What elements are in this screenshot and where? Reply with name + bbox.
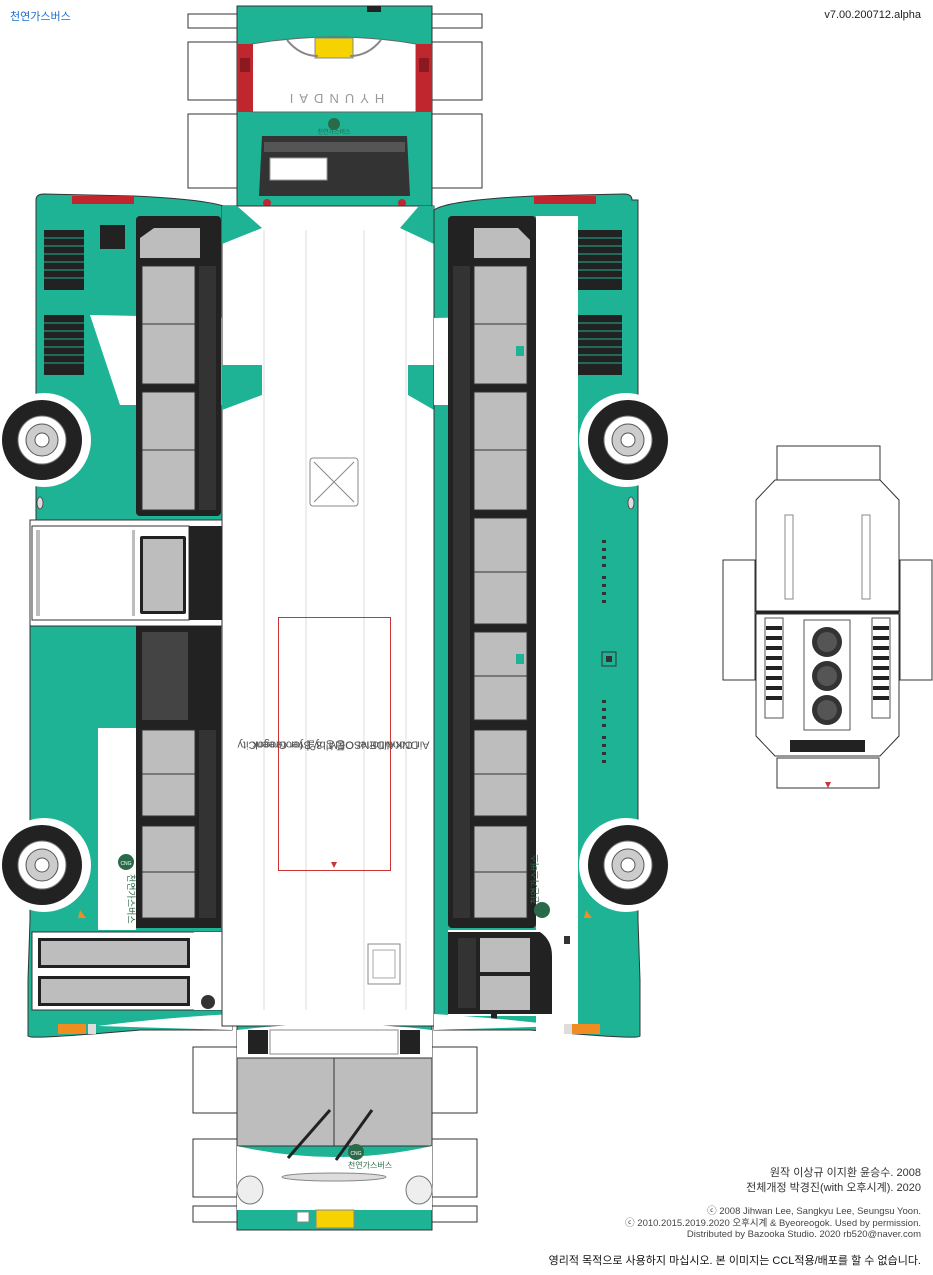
legal-block: ⓒ 2008 Jihwan Lee, Sangkyu Lee, Seungsu …	[625, 1206, 921, 1241]
rear-logo-text: 천연가스버스	[317, 128, 351, 136]
right-front-wheel	[579, 818, 673, 912]
glue-tabs	[187, 13, 483, 1223]
credit-original-label: 원작	[769, 1167, 791, 1179]
version-label: v7.00.200712.alpha	[824, 9, 921, 21]
credits-block: 원작 이상규 이지환 윤승수. 2008 전체개정 박경진(with 오후시계)…	[746, 1166, 921, 1196]
front-logo-badge: CNG	[350, 1151, 361, 1157]
roof-label-line2: DNKA/DENSO풍성 3일 for GreenCity	[237, 738, 419, 751]
credit-revision-names: 박경진(with 오후시계). 2020	[789, 1182, 921, 1194]
roof-panel	[221, 205, 435, 1027]
left-rear-wheel	[0, 393, 91, 487]
right-side-panel: 천연가스버스	[433, 193, 673, 1038]
page-title: 천연가스버스	[10, 11, 71, 23]
left-front-wheel	[0, 818, 91, 912]
rear-panel: HYUNDAI 천연가스버스	[236, 5, 433, 207]
credit-revision-label: 전체개정	[746, 1182, 787, 1194]
front-panel: CNG 천연가스버스	[236, 1024, 433, 1231]
front-logo-text: 천연가스버스	[348, 1160, 392, 1170]
svg-text:HYUNDAI: HYUNDAI	[284, 91, 385, 106]
ac-unit-part	[722, 445, 933, 789]
roof-ac-label: Air Conditioner OEM by Byeoreogok DNKA/D…	[238, 617, 430, 871]
legal-line-1: ⓒ 2008 Jihwan Lee, Sangkyu Lee, Seungsu …	[707, 1206, 921, 1217]
side-logo-text-left: 천연가스버스	[126, 874, 136, 924]
credit-original-names: 이상규 이지환 윤승수. 2008	[793, 1167, 921, 1179]
right-rear-wheel	[579, 393, 673, 487]
usage-notice: 영리적 목적으로 사용하지 마십시오. 본 이미지는 CCL적용/배포를 할 수…	[548, 1255, 921, 1267]
legal-line-3: Distributed by Bazooka Studio. 2020 rb52…	[686, 1229, 921, 1240]
legal-line-2: ⓒ 2010.2015.2019.2020 오후시계 & Byeoreogok.…	[625, 1217, 921, 1229]
left-side-panel: CNG 천연가스버스	[0, 193, 235, 1038]
svg-text:CNG: CNG	[120, 861, 131, 867]
roof-ac-label-box	[278, 617, 391, 871]
side-logo-text-right: 천연가스버스	[530, 854, 540, 904]
